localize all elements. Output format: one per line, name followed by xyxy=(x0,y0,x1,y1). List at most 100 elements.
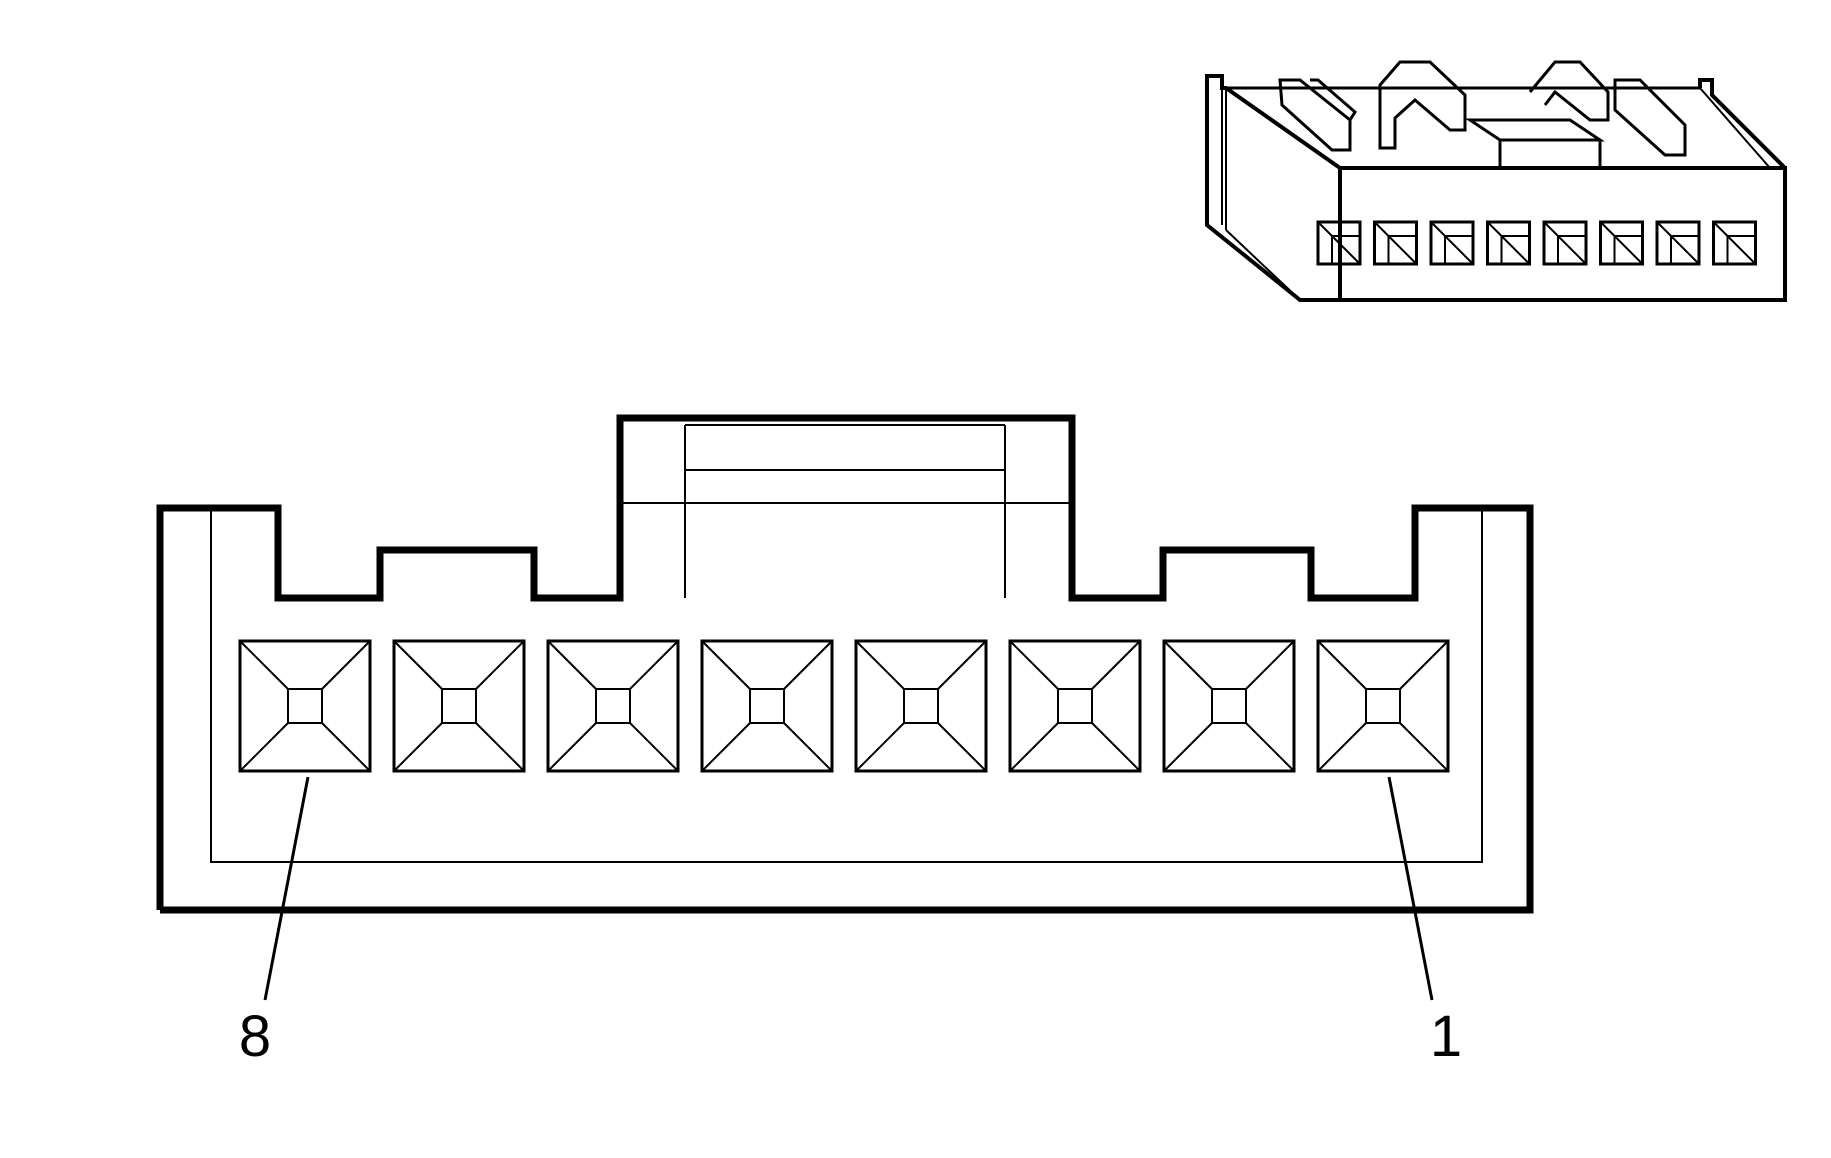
thumb-cavity-8 xyxy=(1316,220,1362,266)
cavity-bevel xyxy=(1009,722,1059,772)
thumb-right-wall-inner xyxy=(1699,87,1771,169)
thumb-cavity-5 xyxy=(1486,220,1531,266)
cavity-4 xyxy=(854,639,988,773)
cavity-bevel xyxy=(1163,640,1213,690)
thumb-cavity-outline xyxy=(1599,220,1644,266)
cavity-bevel xyxy=(1009,640,1059,690)
thumb-cavity-diagonal xyxy=(1500,235,1531,265)
thumb-cavity-outline xyxy=(1429,220,1475,266)
cavity-bevel xyxy=(937,640,987,690)
cavity-terminal xyxy=(1365,688,1401,724)
cavity-bevel xyxy=(1091,722,1141,772)
cavity-bevel xyxy=(1399,640,1449,690)
cavity-bevel xyxy=(547,640,597,690)
cavity-bevel xyxy=(937,722,987,772)
thumb-cavity-diagonal xyxy=(1331,235,1361,265)
cavity-bevel xyxy=(321,640,371,690)
thumb-cavity-outline xyxy=(1655,220,1701,266)
thumbnail-terminal-cavities xyxy=(1316,220,1757,266)
cavity-terminal xyxy=(1211,688,1247,724)
cavity-terminal xyxy=(903,688,939,724)
cavity-bevel xyxy=(239,722,289,772)
cavity-outline xyxy=(546,639,680,773)
cavity-outline xyxy=(1316,639,1450,773)
thumb-right-wall xyxy=(1698,78,1787,300)
thumb-cavity-outline xyxy=(1316,220,1362,266)
thumb-cavity-diagonal xyxy=(1557,235,1587,265)
thumb-cavity-diagonal xyxy=(1613,235,1644,265)
thumb-cavity-1 xyxy=(1712,220,1757,266)
cavity-outline xyxy=(700,639,834,773)
cavity-bevel xyxy=(783,722,833,772)
thumb-latch-right xyxy=(1528,60,1610,122)
cavity-bevel xyxy=(1163,722,1213,772)
connector-face-view xyxy=(156,414,1534,914)
cavity-bevel xyxy=(1399,722,1449,772)
thumb-cavity-diagonal xyxy=(1670,235,1700,265)
cavity-bevel xyxy=(1245,640,1295,690)
cavity-bevel xyxy=(701,722,751,772)
cavity-terminal xyxy=(595,688,631,724)
cavity-2 xyxy=(1162,639,1296,773)
pin-1-label: 1 xyxy=(1430,1004,1462,1069)
thumb-left-wall-side xyxy=(1225,229,1301,301)
thumb-latch-far-right xyxy=(1613,78,1687,157)
connector-inner-outline xyxy=(210,508,1483,863)
connector-outer-outline xyxy=(156,414,1534,914)
thumb-cavity-outline xyxy=(1542,220,1588,266)
thumb-cavity-diagonal xyxy=(1444,235,1474,265)
terminal-cavities xyxy=(238,639,1450,773)
pin-8-leader xyxy=(263,776,310,1001)
thumb-cavity-7 xyxy=(1373,220,1418,266)
thumb-cavity-4 xyxy=(1542,220,1588,266)
cavity-bevel xyxy=(475,640,525,690)
cavity-bevel xyxy=(1317,640,1367,690)
cavity-outline xyxy=(238,639,372,773)
cavity-bevel xyxy=(1317,722,1367,772)
cavity-bevel xyxy=(629,640,679,690)
cavity-bevel xyxy=(1091,640,1141,690)
thumb-cavity-2 xyxy=(1655,220,1701,266)
thumb-front-face xyxy=(1340,166,1787,302)
cavity-outline xyxy=(854,639,988,773)
thumb-cavity-3 xyxy=(1599,220,1644,266)
pin-1-leader xyxy=(1387,776,1434,1001)
cavity-bevel xyxy=(701,640,751,690)
connector-isometric-thumbnail xyxy=(1205,60,1787,302)
cavity-outline xyxy=(392,639,526,773)
cavity-bevel xyxy=(855,722,905,772)
thumb-cavity-diagonal xyxy=(1726,235,1757,265)
cavity-outline xyxy=(1008,639,1142,773)
pin-8-label: 8 xyxy=(239,1004,271,1069)
cavity-bevel xyxy=(783,640,833,690)
cavity-8 xyxy=(238,639,372,773)
cavity-5 xyxy=(700,639,834,773)
thumb-cavity-outline xyxy=(1486,220,1531,266)
thumb-cavity-outline xyxy=(1373,220,1418,266)
thumb-latch-left xyxy=(1278,78,1357,152)
thumb-cavity-diagonal xyxy=(1387,235,1418,265)
cavity-terminal xyxy=(749,688,785,724)
cavity-bevel xyxy=(321,722,371,772)
cavity-bevel xyxy=(475,722,525,772)
cavity-bevel xyxy=(239,640,289,690)
thumb-cavity-6 xyxy=(1429,220,1475,266)
cavity-bevel xyxy=(393,722,443,772)
cavity-bevel xyxy=(393,640,443,690)
cavity-terminal xyxy=(441,688,477,724)
thumb-cavity-outline xyxy=(1712,220,1757,266)
cavity-bevel xyxy=(1245,722,1295,772)
cavity-bevel xyxy=(629,722,679,772)
cavity-1 xyxy=(1316,639,1450,773)
pin-leaders xyxy=(263,776,1434,1001)
cavity-terminal xyxy=(287,688,323,724)
cavity-bevel xyxy=(855,640,905,690)
cavity-3 xyxy=(1008,639,1142,773)
cavity-7 xyxy=(392,639,526,773)
cavity-outline xyxy=(1162,639,1296,773)
cavity-6 xyxy=(546,639,680,773)
thumb-latch-center xyxy=(1378,60,1467,150)
cavity-bevel xyxy=(547,722,597,772)
thumb-lock-bar xyxy=(1465,118,1605,168)
